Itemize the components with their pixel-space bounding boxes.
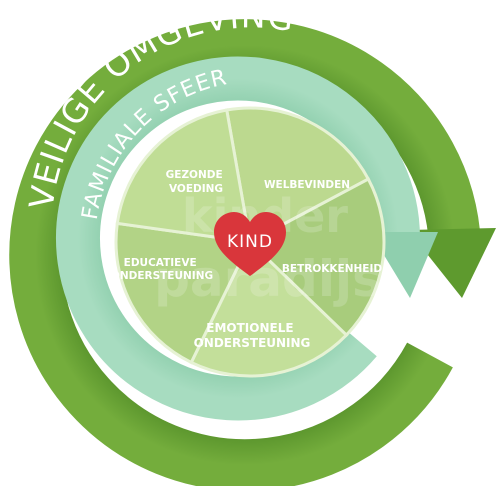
center-label: KIND — [227, 232, 273, 252]
heart-center: KIND — [214, 212, 286, 276]
segment-label-welbevinden: WELBEVINDEN — [264, 179, 350, 191]
segment-label-emotionele-ondersteuning: EMOTIONELE ONDERSTEUNING — [194, 321, 311, 350]
segment-label-gezonde-voeding: GEZONDE VOEDING — [166, 169, 227, 195]
segment-label-betrokkenheid: BETROKKENHEID — [282, 263, 382, 275]
inner-ring — [56, 56, 438, 421]
segment-educatieve-ondersteuning — [114, 221, 253, 365]
inner-ring-arrowhead — [370, 232, 438, 298]
segment-gezonde-voeding — [115, 108, 252, 244]
segment-emotionele-ondersteuning — [189, 239, 349, 378]
segment-label-educatieve-ondersteuning: EDUCATIEVE ONDERSTEUNING — [111, 257, 213, 282]
segment-betrokkenheid — [247, 177, 386, 338]
pie-segments — [114, 106, 386, 378]
heart-icon — [214, 212, 286, 276]
segment-welbevinden — [224, 106, 371, 245]
segment-labels: WELBEVINDEN BETROKKENHEID EMOTIONELE OND… — [111, 169, 382, 350]
